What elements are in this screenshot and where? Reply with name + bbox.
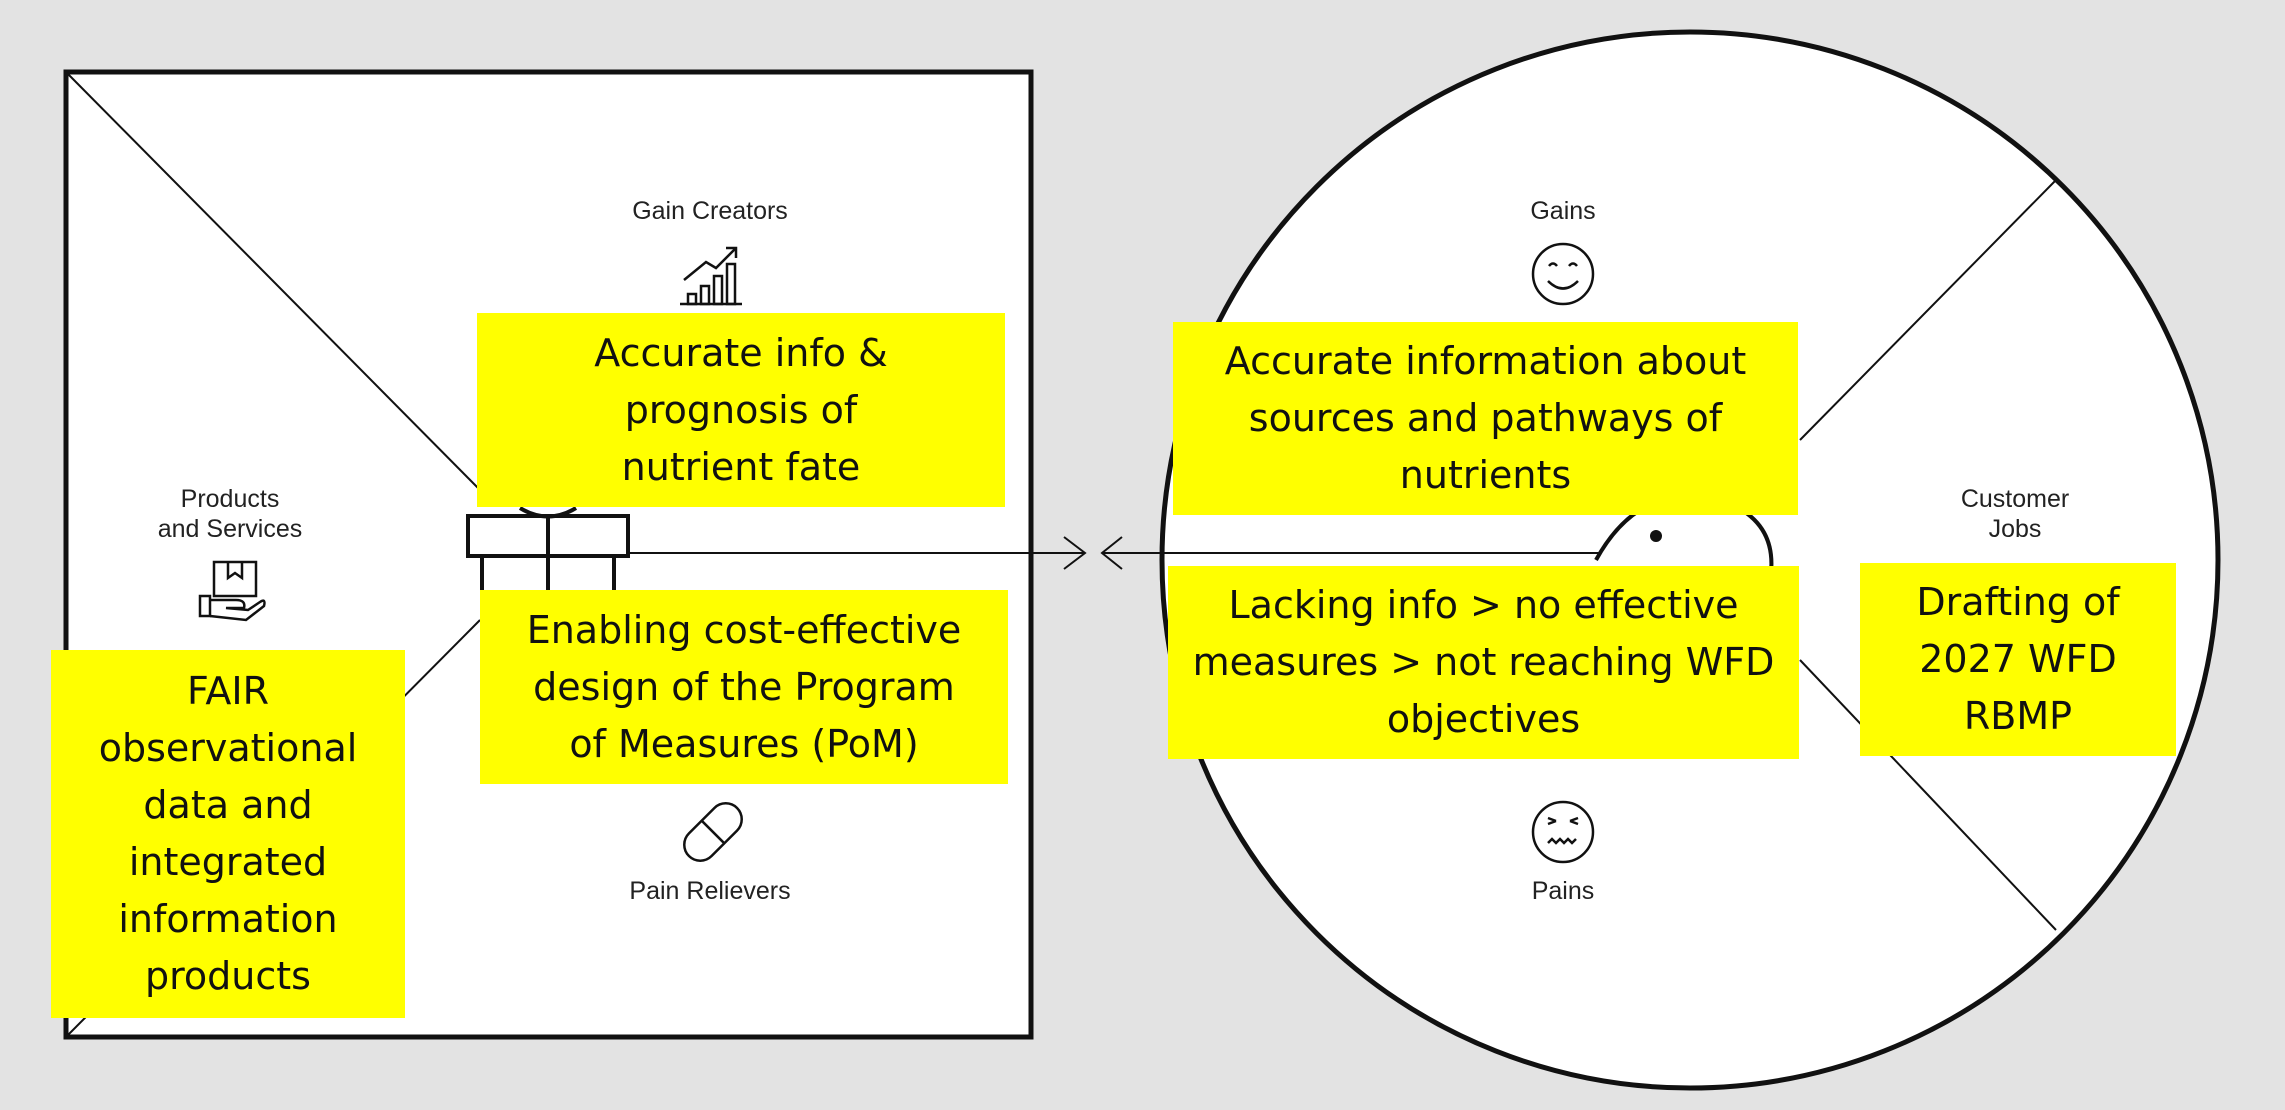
customer-jobs-label-line: Customer (1960, 485, 2070, 513)
pains-label: Pains (1531, 877, 1595, 905)
gains-label: Gains (1530, 197, 1596, 225)
note-line: prognosis of (624, 387, 858, 432)
pain-relievers-note: Enabling cost-effective design of the Pr… (480, 590, 1008, 784)
note-line: sources and pathways of (1248, 396, 1723, 440)
note-line: products (145, 954, 311, 998)
customer-profile-dividers (1799, 179, 2057, 931)
customer-jobs-note: Drafting of 2027 WFD RBMP (1860, 563, 2176, 756)
note-line: data and (143, 783, 313, 827)
note-line: objectives (1386, 697, 1581, 741)
pains-note: Lacking info > no effective measures > n… (1168, 566, 1799, 759)
smiley-icon (1531, 242, 1595, 306)
customer-profile-circle (1159, 29, 2221, 1091)
products-services-label: Products and Services (110, 484, 350, 544)
fit-arrows (628, 536, 1600, 570)
products-services-label-line: Products (180, 485, 280, 513)
pill-icon (683, 802, 743, 862)
products-services-label-line: and Services (157, 515, 303, 543)
gain-creators-label: Gain Creators (632, 197, 788, 225)
bar-chart-arrow-icon (680, 246, 742, 306)
note-line: design of the Program (533, 664, 955, 709)
note-line: 2027 WFD (1919, 637, 2117, 681)
note-line: observational (98, 726, 358, 770)
note-line: Enabling cost-effective (526, 607, 962, 652)
frown-icon (1531, 800, 1595, 864)
products-services-note: FAIR observational data and integrated i… (51, 650, 405, 1018)
note-line: Lacking info > no effective (1228, 583, 1739, 627)
gain-creators-note: Accurate info & prognosis of nutrient fa… (477, 313, 1005, 507)
note-line: Drafting of (1916, 580, 2120, 624)
note-line: FAIR (187, 669, 269, 713)
pain-relievers-label: Pain Relievers (629, 877, 791, 905)
note-line: nutrients (1399, 453, 1572, 497)
note-line: RBMP (1963, 694, 2073, 738)
note-line: Accurate information about (1224, 339, 1747, 383)
note-line: nutrient fate (621, 444, 861, 489)
customer-jobs-label-line: Jobs (1988, 515, 2042, 543)
note-line: Accurate info & (594, 330, 888, 375)
hand-box-icon (198, 560, 266, 622)
gains-note: Accurate information about sources and p… (1173, 322, 1798, 515)
note-line: measures > not reaching WFD (1192, 640, 1775, 684)
note-line: information (118, 897, 338, 941)
note-line: integrated (128, 840, 328, 884)
note-line: of Measures (PoM) (569, 721, 919, 766)
customer-jobs-label: Customer Jobs (1900, 484, 2130, 544)
